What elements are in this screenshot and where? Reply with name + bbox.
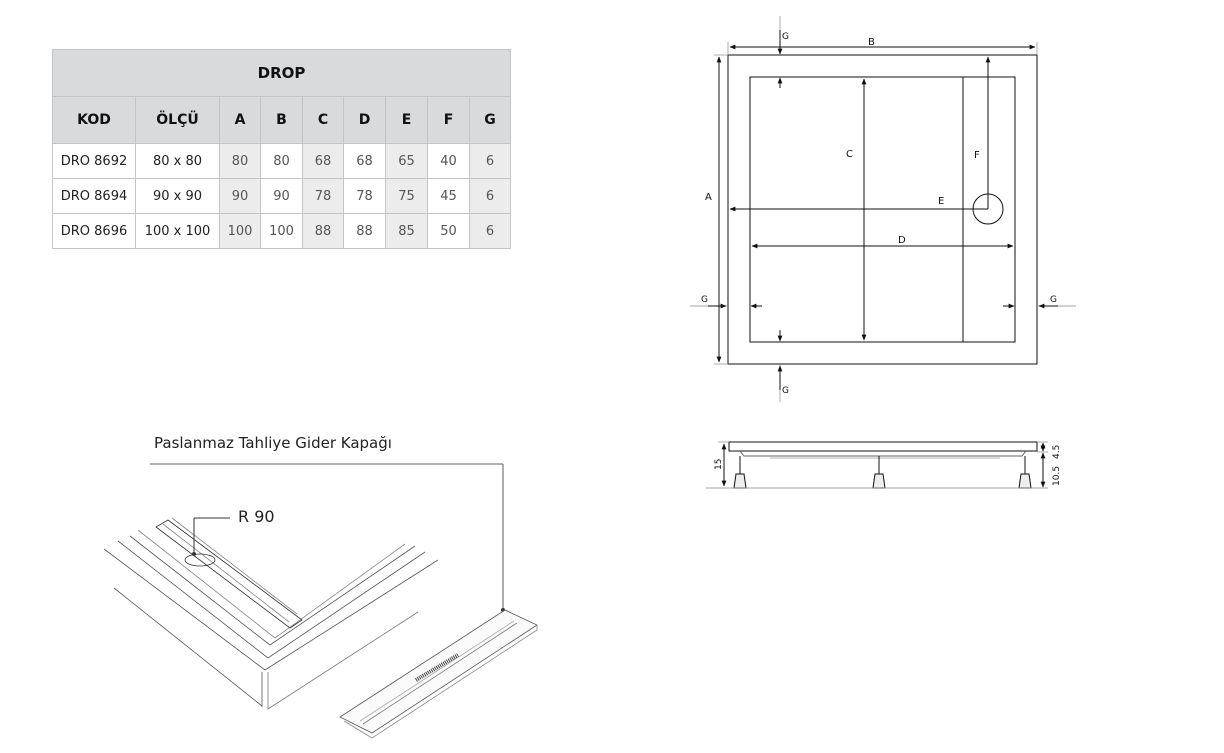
cell-c: 88 [302, 213, 344, 249]
cell-kod: DRO 8696 [52, 213, 136, 249]
cell-a: 80 [219, 143, 261, 179]
cell-c: 68 [302, 143, 344, 179]
cell-olcu: 100 x 100 [135, 213, 220, 249]
drain-cover-plate [339, 609, 538, 739]
label-c: C [846, 149, 853, 160]
label-b: B [868, 37, 875, 48]
table-row: DRO 8692 80 x 80 80 80 68 68 65 40 6 [52, 143, 511, 179]
cell-a: 100 [219, 213, 261, 249]
label-g-left: G [701, 295, 708, 305]
cell-a: 90 [219, 178, 261, 214]
label-height-bottom: 10.5 [1052, 466, 1062, 486]
header-d: D [343, 96, 386, 144]
label-d: D [898, 235, 906, 246]
cell-e: 85 [385, 213, 428, 249]
label-height-total: 15 [714, 459, 724, 470]
header-c: C [302, 96, 344, 144]
cell-d: 78 [343, 178, 386, 214]
header-f: F [427, 96, 470, 144]
cell-g: 6 [469, 178, 511, 214]
table-title: DROP [52, 49, 511, 97]
label-e: E [938, 196, 944, 207]
label-g-right: G [1050, 295, 1057, 305]
cell-g: 6 [469, 143, 511, 179]
label-a: A [705, 192, 712, 203]
cell-b: 100 [260, 213, 303, 249]
label-f: F [974, 150, 980, 161]
label-height-top: 4.5 [1052, 445, 1062, 459]
cell-kod: DRO 8692 [52, 143, 136, 179]
tray-underside [739, 450, 1027, 457]
table-row: DRO 8696 100 x 100 100 100 88 88 85 50 6 [52, 213, 511, 249]
radius-label: R 90 [238, 507, 275, 526]
cell-d: 88 [343, 213, 386, 249]
label-g-top: G [782, 32, 789, 42]
plan-view [690, 16, 1076, 402]
cell-b: 80 [260, 143, 303, 179]
cell-b: 90 [260, 178, 303, 214]
cell-f: 40 [427, 143, 470, 179]
cell-f: 50 [427, 213, 470, 249]
tray-side-profile [728, 441, 1038, 452]
cell-kod: DRO 8694 [52, 178, 136, 214]
spec-table: DROP KOD ÖLÇÜ A B C D E F G DRO 8692 80 … [52, 49, 511, 249]
side-elevation [706, 441, 1048, 489]
cell-olcu: 90 x 90 [135, 178, 220, 214]
table-row: DRO 8694 90 x 90 90 90 78 78 75 45 6 [52, 178, 511, 214]
header-b: B [260, 96, 303, 144]
cell-e: 75 [385, 178, 428, 214]
drain-cover-caption: Paslanmaz Tahliye Gider Kapağı [154, 434, 392, 452]
cell-g: 6 [469, 213, 511, 249]
table-header-row: KOD ÖLÇÜ A B C D E F G [52, 96, 511, 144]
tray-outer-outline [727, 54, 1038, 365]
header-e: E [385, 96, 428, 144]
cell-c: 78 [302, 178, 344, 214]
drain-detail [103, 463, 538, 739]
label-g-bottom: G [782, 386, 789, 396]
support-feet [733, 456, 1032, 489]
drain-outlet [184, 553, 216, 567]
tray-corner [103, 517, 439, 710]
